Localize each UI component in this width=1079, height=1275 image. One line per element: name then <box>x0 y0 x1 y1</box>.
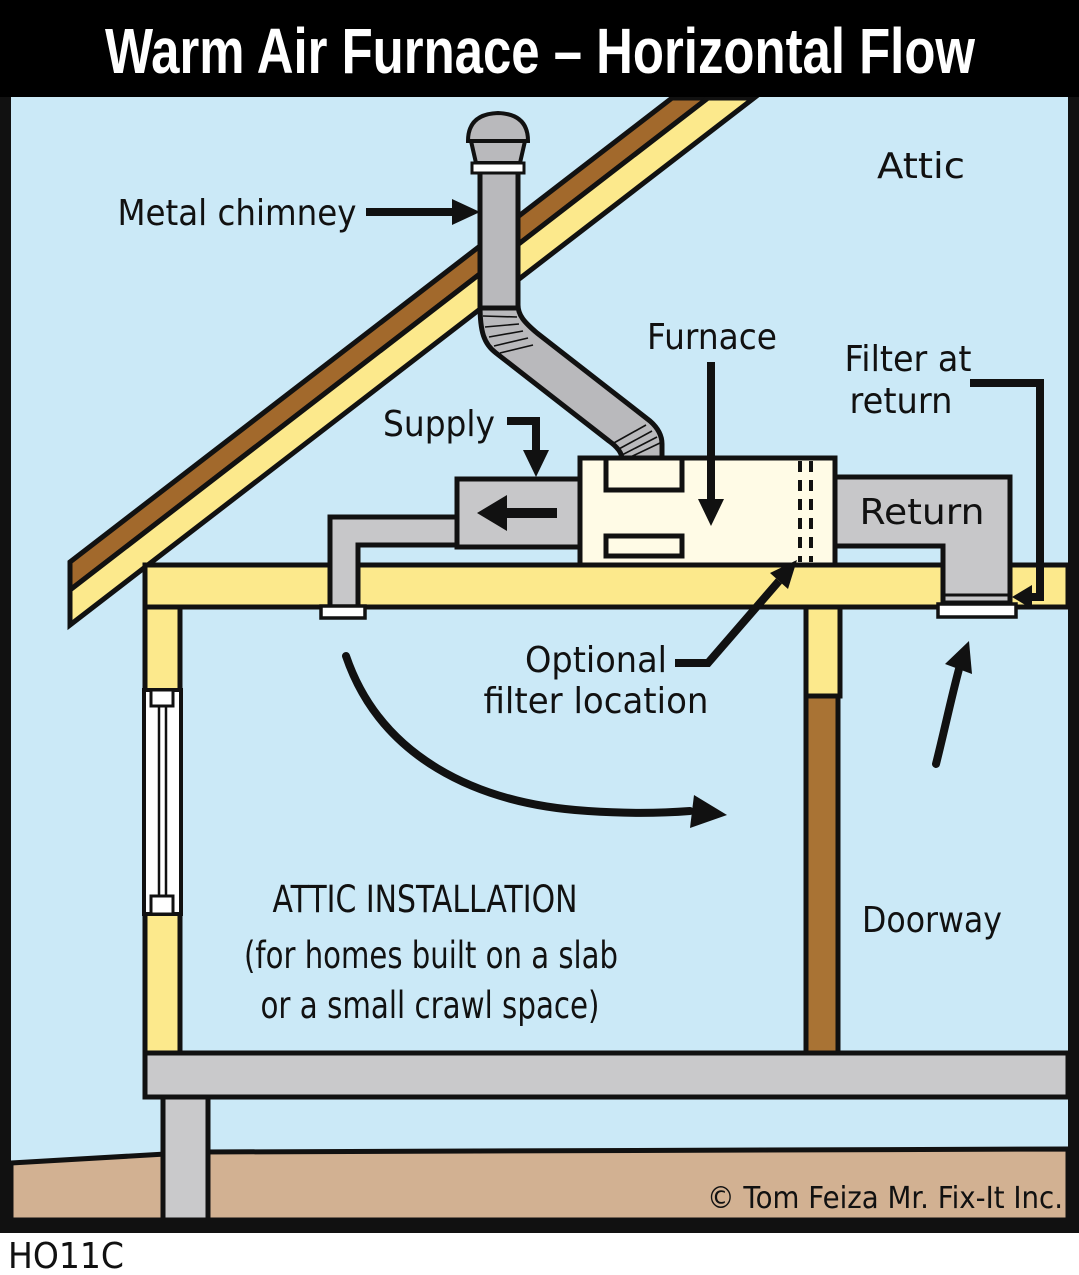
window <box>142 688 183 916</box>
supply-arrowhead <box>523 450 549 477</box>
attic-sky-background <box>11 97 1068 1220</box>
furnace-vent-top <box>603 455 685 493</box>
elbow-gore-lines <box>482 315 661 462</box>
furnace-vent-bottom <box>603 533 685 559</box>
caption-line1: ATTIC INSTALLATION <box>273 878 578 921</box>
doorway-door <box>803 693 841 1056</box>
optional-filter-label-line2: filter location <box>484 681 709 722</box>
supply-leader <box>507 417 540 450</box>
airflow-curve-arrow <box>342 652 694 817</box>
metal-chimney-label: Metal chimney <box>118 193 357 234</box>
filter-at-return-arrowhead <box>1012 585 1032 609</box>
doorway-label: Doorway <box>862 900 1002 941</box>
supply-label: Supply <box>383 404 495 445</box>
window-sash-top <box>149 688 175 708</box>
caption-line3: or a small crawl space) <box>261 984 600 1027</box>
optional-filter-label-line1: Optional <box>525 640 667 681</box>
optional-filter-leader <box>675 578 783 667</box>
furnace-label: Furnace <box>647 317 777 358</box>
filter-at-return-label-line1: Filter at <box>845 339 972 380</box>
window-frame <box>142 688 183 916</box>
attic-label: Attic <box>877 146 965 187</box>
copyright-text: © Tom Feiza Mr. Fix-It Inc. <box>707 1181 1063 1216</box>
chimney-pipe <box>477 167 521 311</box>
frame-border-bottom <box>0 1220 1079 1233</box>
chimney-storm-collar <box>470 161 526 175</box>
furnace-arrowhead <box>698 499 724 526</box>
window-sash-bottom <box>149 894 175 916</box>
return-label: Return <box>860 492 985 533</box>
optional-filter-arrowhead <box>770 560 797 589</box>
title-bar <box>0 0 1079 97</box>
doorway-header <box>803 604 843 699</box>
supply-register-grille <box>319 604 367 620</box>
filter-at-return-label-line2: return <box>850 381 953 422</box>
attic-floor <box>142 562 1071 610</box>
filter-at-return-leader <box>970 379 1044 601</box>
foundation-pier <box>160 1094 211 1223</box>
chimney-cap-dome <box>465 110 531 143</box>
airflow-curve-arrowhead <box>690 795 727 828</box>
floor-slab <box>142 1050 1071 1100</box>
doorway-airflow-arrowhead <box>945 641 972 674</box>
metal-chimney-arrowhead <box>452 199 480 225</box>
doorway-airflow-arrow <box>932 665 963 768</box>
supply-flow-arrow-head <box>477 495 507 531</box>
caption-line2: (for homes built on a slab <box>244 934 618 977</box>
page-title: Warm Air Furnace – Horizontal Flow <box>105 15 975 87</box>
frame-border-left <box>0 97 11 1233</box>
frame-border-right <box>1068 97 1079 1233</box>
return-grille <box>936 602 1018 619</box>
chimney-cap-skirt <box>468 139 528 165</box>
figure-code: HO11C <box>8 1236 124 1275</box>
